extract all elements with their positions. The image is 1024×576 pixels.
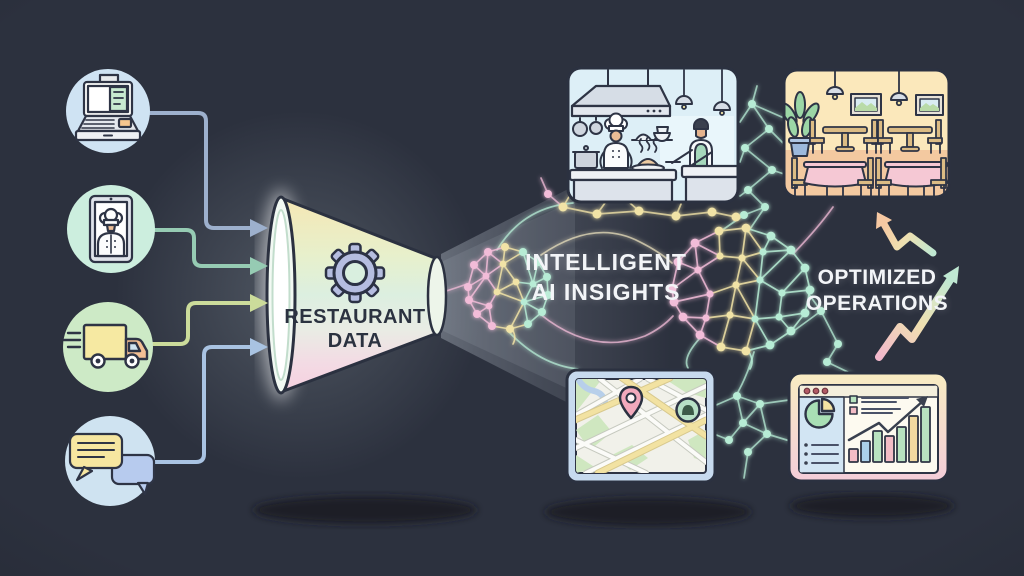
chef-tablet-icon bbox=[88, 194, 134, 264]
insights-label: INTELLIGENT AI INSIGHTS bbox=[500, 247, 712, 307]
kitchen-panel bbox=[566, 66, 740, 204]
operations-label-line1: OPTIMIZED bbox=[817, 266, 937, 289]
funnel-label: RESTAURANT DATA bbox=[270, 305, 440, 353]
kitchen-counter-right bbox=[680, 164, 738, 202]
funnel-label-line2: DATA bbox=[327, 330, 383, 352]
source-circle-chat bbox=[65, 416, 156, 506]
source-circle-tablet bbox=[67, 185, 155, 273]
cash-register-icon bbox=[74, 73, 142, 142]
operations-label-line2: OPERATIONS bbox=[805, 292, 949, 315]
pie-chart bbox=[804, 397, 836, 429]
source-circle-truck bbox=[62, 302, 153, 392]
dashboard-panel bbox=[787, 371, 950, 483]
operations-label: OPTIMIZED OPERATIONS bbox=[798, 265, 956, 317]
dining-panel bbox=[782, 68, 951, 199]
funnel-mouth bbox=[265, 195, 297, 395]
window-dots bbox=[803, 387, 829, 395]
insights-label-line1: INTELLIGENT bbox=[525, 249, 687, 275]
source-circle-pos bbox=[66, 69, 150, 153]
map-panel bbox=[565, 368, 717, 484]
insights-label-line2: AI INSIGHTS bbox=[531, 279, 681, 305]
map-badge-icon bbox=[675, 397, 701, 423]
funnel-label-line1: RESTAURANT bbox=[284, 306, 426, 328]
window-titlebar bbox=[799, 385, 938, 398]
gear-icon bbox=[324, 242, 386, 304]
